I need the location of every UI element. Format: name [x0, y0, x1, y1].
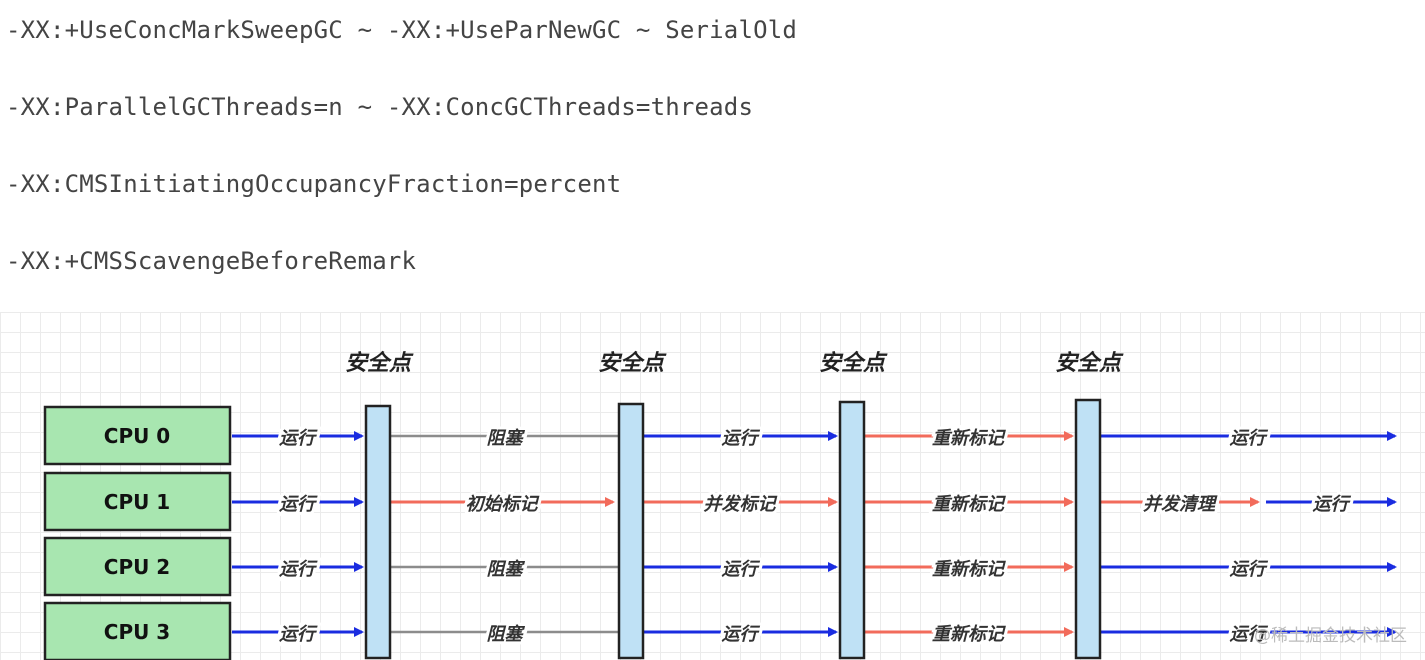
segment-label: 运行 [722, 428, 761, 449]
safepoint-bar [1074, 398, 1102, 660]
segment-label: 运行 [722, 624, 761, 645]
segment-label: 运行 [1230, 624, 1269, 645]
cpu-label: CPU 1 [104, 490, 170, 514]
segment-label-halo: 运行 [722, 624, 761, 645]
segment-label: 重新标记 [932, 494, 1006, 515]
segment-label-halo: 阻塞 [487, 624, 526, 645]
segment-label: 阻塞 [487, 428, 526, 449]
code-line-1: -XX:+UseConcMarkSweepGC ~ -XX:+UseParNew… [6, 16, 798, 44]
segment-label: 阻塞 [487, 559, 526, 580]
diagram-grid [0, 312, 1425, 660]
cpu-box [43, 471, 232, 532]
segment-label: 初始标记 [466, 494, 540, 515]
segment-label-halo: 阻塞 [487, 559, 526, 580]
segment-label-halo: 重新标记 [932, 494, 1006, 515]
segment-label-halo: 运行 [1313, 494, 1352, 515]
cpu-label: CPU 0 [104, 424, 170, 448]
segment-label: 重新标记 [932, 559, 1006, 580]
segment-label: 重新标记 [932, 624, 1006, 645]
segment-label-halo: 重新标记 [932, 624, 1006, 645]
segment-label-halo: 阻塞 [487, 428, 526, 449]
safepoint-bar [364, 404, 392, 660]
segment-label: 运行 [279, 494, 318, 515]
cpu-label: CPU 3 [104, 620, 170, 644]
safepoint-label: 安全点 [819, 350, 888, 376]
segment-label: 并发清理 [1143, 494, 1218, 515]
segment-label: 重新标记 [932, 428, 1006, 449]
segment-label-halo: 并发清理 [1143, 494, 1218, 515]
cpu-box [43, 405, 232, 466]
watermark: @稀土掘金技术社区 [1254, 626, 1407, 646]
segment-label-halo: 并发标记 [704, 494, 778, 515]
code-line-4: -XX:+CMSScavengeBeforeRemark [6, 247, 417, 275]
segment-label: 运行 [722, 559, 761, 580]
segment-label: 运行 [1313, 494, 1352, 515]
segment-label-halo: 运行 [1230, 624, 1269, 645]
segment-label: 并发标记 [704, 494, 778, 515]
code-line-3: -XX:CMSInitiatingOccupancyFraction=perce… [6, 170, 622, 198]
cpu-box [43, 601, 232, 660]
safepoint-label: 安全点 [1055, 350, 1124, 376]
segment-label: 阻塞 [487, 624, 526, 645]
segment-label-halo: 运行 [279, 559, 318, 580]
segment-label: 运行 [279, 559, 318, 580]
segment-label-halo: 运行 [722, 559, 761, 580]
segment-label-halo: 重新标记 [932, 428, 1006, 449]
segment-label-halo: 初始标记 [466, 494, 540, 515]
cpu-label: CPU 2 [104, 555, 170, 579]
segment-label-halo: 运行 [279, 494, 318, 515]
segment-label-halo: 运行 [1230, 559, 1269, 580]
segment-label-halo: 运行 [279, 624, 318, 645]
segment-label: 运行 [279, 428, 318, 449]
segment-label: 运行 [1230, 559, 1269, 580]
segment-label-halo: 运行 [1230, 428, 1269, 449]
segment-label-halo: 运行 [279, 428, 318, 449]
safepoint-bar [617, 402, 645, 660]
code-line-2: -XX:ParallelGCThreads=n ~ -XX:ConcGCThre… [6, 93, 754, 121]
safepoint-label: 安全点 [345, 350, 414, 376]
cms-gc-diagram: 安全点安全点安全点安全点CPU 0CPU 1CPU 2CPU 3运行运行阻塞阻塞… [43, 350, 1397, 660]
safepoint-bar [838, 400, 866, 660]
cpu-box [43, 536, 232, 597]
segment-label: 运行 [1230, 428, 1269, 449]
segment-label-halo: 运行 [722, 428, 761, 449]
segment-label: 运行 [279, 624, 318, 645]
segment-label-halo: 重新标记 [932, 559, 1006, 580]
safepoint-label: 安全点 [598, 350, 667, 376]
